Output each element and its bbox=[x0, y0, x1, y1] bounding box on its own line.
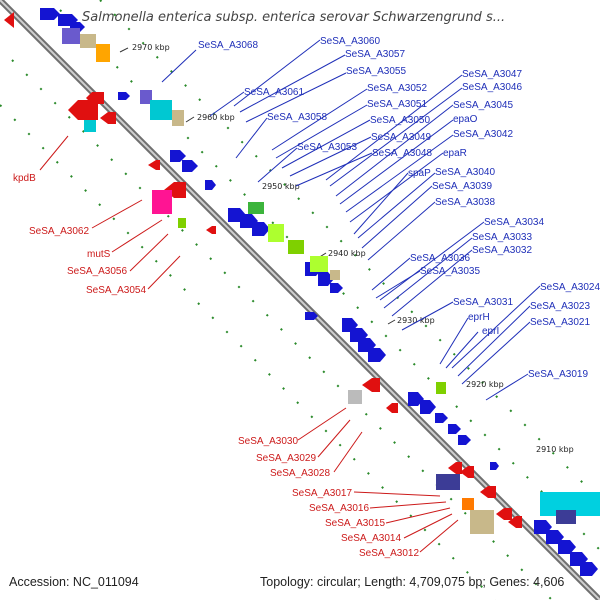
gene-label: SeSA_A3028 bbox=[270, 468, 330, 479]
gene-label: mutS bbox=[87, 249, 111, 260]
gene-label: SeSA_A3016 bbox=[309, 503, 369, 514]
gene-label: SeSA_A3051 bbox=[367, 99, 427, 110]
gene-label: SeSA_A3039 bbox=[432, 181, 492, 192]
gene-label: SeSA_A3047 bbox=[462, 69, 522, 80]
gene-label: SeSA_A3055 bbox=[346, 66, 406, 77]
gene-label: SeSA_A3042 bbox=[453, 129, 513, 140]
gene-label: SeSA_A3048 bbox=[372, 148, 432, 159]
gene-label: SeSA_A3019 bbox=[528, 369, 588, 380]
gene-label: SeSA_A3040 bbox=[435, 167, 495, 178]
gene-label: SeSA_A3060 bbox=[320, 36, 380, 47]
gene-label: SeSA_A3062 bbox=[29, 226, 89, 237]
genome-title: Salmonella enterica subsp. enterica sero… bbox=[82, 10, 505, 25]
gene-label: SeSA_A3014 bbox=[341, 533, 401, 544]
gene-label: SeSA_A3032 bbox=[472, 245, 532, 256]
tick-label: 2910 kbp bbox=[536, 445, 574, 454]
gene-label: SeSA_A3033 bbox=[472, 232, 532, 243]
gene-label: SeSA_A3030 bbox=[238, 436, 298, 447]
tick-label: 2940 kbp bbox=[328, 249, 366, 258]
gene-label: eprH bbox=[468, 312, 490, 323]
gene-label: SeSA_A3056 bbox=[67, 266, 127, 277]
tick-label: 2960 kbp bbox=[197, 113, 235, 122]
gene-label: spaP bbox=[408, 168, 431, 179]
gene-label: SeSA_A3049 bbox=[371, 132, 431, 143]
gene-label: SeSA_A3045 bbox=[453, 100, 513, 111]
gene-label: SeSA_A3053 bbox=[297, 142, 357, 153]
reverse-gene-labels: kpdB SeSA_A3062 mutS SeSA_A3056 SeSA_A30… bbox=[13, 173, 419, 559]
forward-genes bbox=[40, 8, 598, 576]
accession-label: Accession: NC_011094 bbox=[9, 575, 139, 589]
gene-label: SeSA_A3058 bbox=[267, 112, 327, 123]
topology-label: Topology: circular; Length: 4,709,075 bp… bbox=[260, 575, 564, 589]
leader-lines bbox=[39, 39, 541, 553]
gene-label: eprI bbox=[482, 326, 499, 337]
reverse-genes bbox=[4, 12, 522, 528]
gene-label: SeSA_A3024 bbox=[540, 282, 600, 293]
gene-label: SeSA_A3021 bbox=[530, 317, 590, 328]
gene-label: SeSA_A3017 bbox=[292, 488, 352, 499]
gene-label: SeSA_A3031 bbox=[453, 297, 513, 308]
gene-label: SeSA_A3057 bbox=[345, 49, 405, 60]
gene-label: SeSA_A3034 bbox=[484, 217, 544, 228]
gene-label: SeSA_A3012 bbox=[359, 548, 419, 559]
tick-label: 2970 kbp bbox=[132, 43, 170, 52]
gene-label: SeSA_A3029 bbox=[256, 453, 316, 464]
gene-label: SeSA_A3038 bbox=[435, 197, 495, 208]
gene-label: SeSA_A3015 bbox=[325, 518, 385, 529]
gene-label: epaO bbox=[453, 114, 478, 125]
gene-label: SeSA_A3023 bbox=[530, 301, 590, 312]
gene-label: SeSA_A3068 bbox=[198, 40, 258, 51]
gene-label: kpdB bbox=[13, 173, 36, 184]
gene-label: SeSA_A3050 bbox=[370, 115, 430, 126]
gene-label: SeSA_A3061 bbox=[244, 87, 304, 98]
forward-gene-labels: SeSA_A3068 SeSA_A3060 SeSA_A3057 SeSA_A3… bbox=[198, 36, 600, 380]
gene-label: SeSA_A3035 bbox=[420, 266, 480, 277]
gene-label: epaR bbox=[443, 148, 467, 159]
tick-label: 2930 kbp bbox=[397, 316, 435, 325]
tick-label: 2920 kbp bbox=[466, 380, 504, 389]
gene-label: SeSA_A3046 bbox=[462, 82, 522, 93]
gene-label: SeSA_A3036 bbox=[410, 253, 470, 264]
tick-label: 2950 kbp bbox=[262, 182, 300, 191]
feature-blocks bbox=[62, 28, 600, 534]
gene-label: SeSA_A3052 bbox=[367, 83, 427, 94]
tick-labels: 2970 kbp 2960 kbp 2950 kbp 2940 kbp 2930… bbox=[119, 43, 574, 454]
gene-label: SeSA_A3054 bbox=[86, 285, 146, 296]
